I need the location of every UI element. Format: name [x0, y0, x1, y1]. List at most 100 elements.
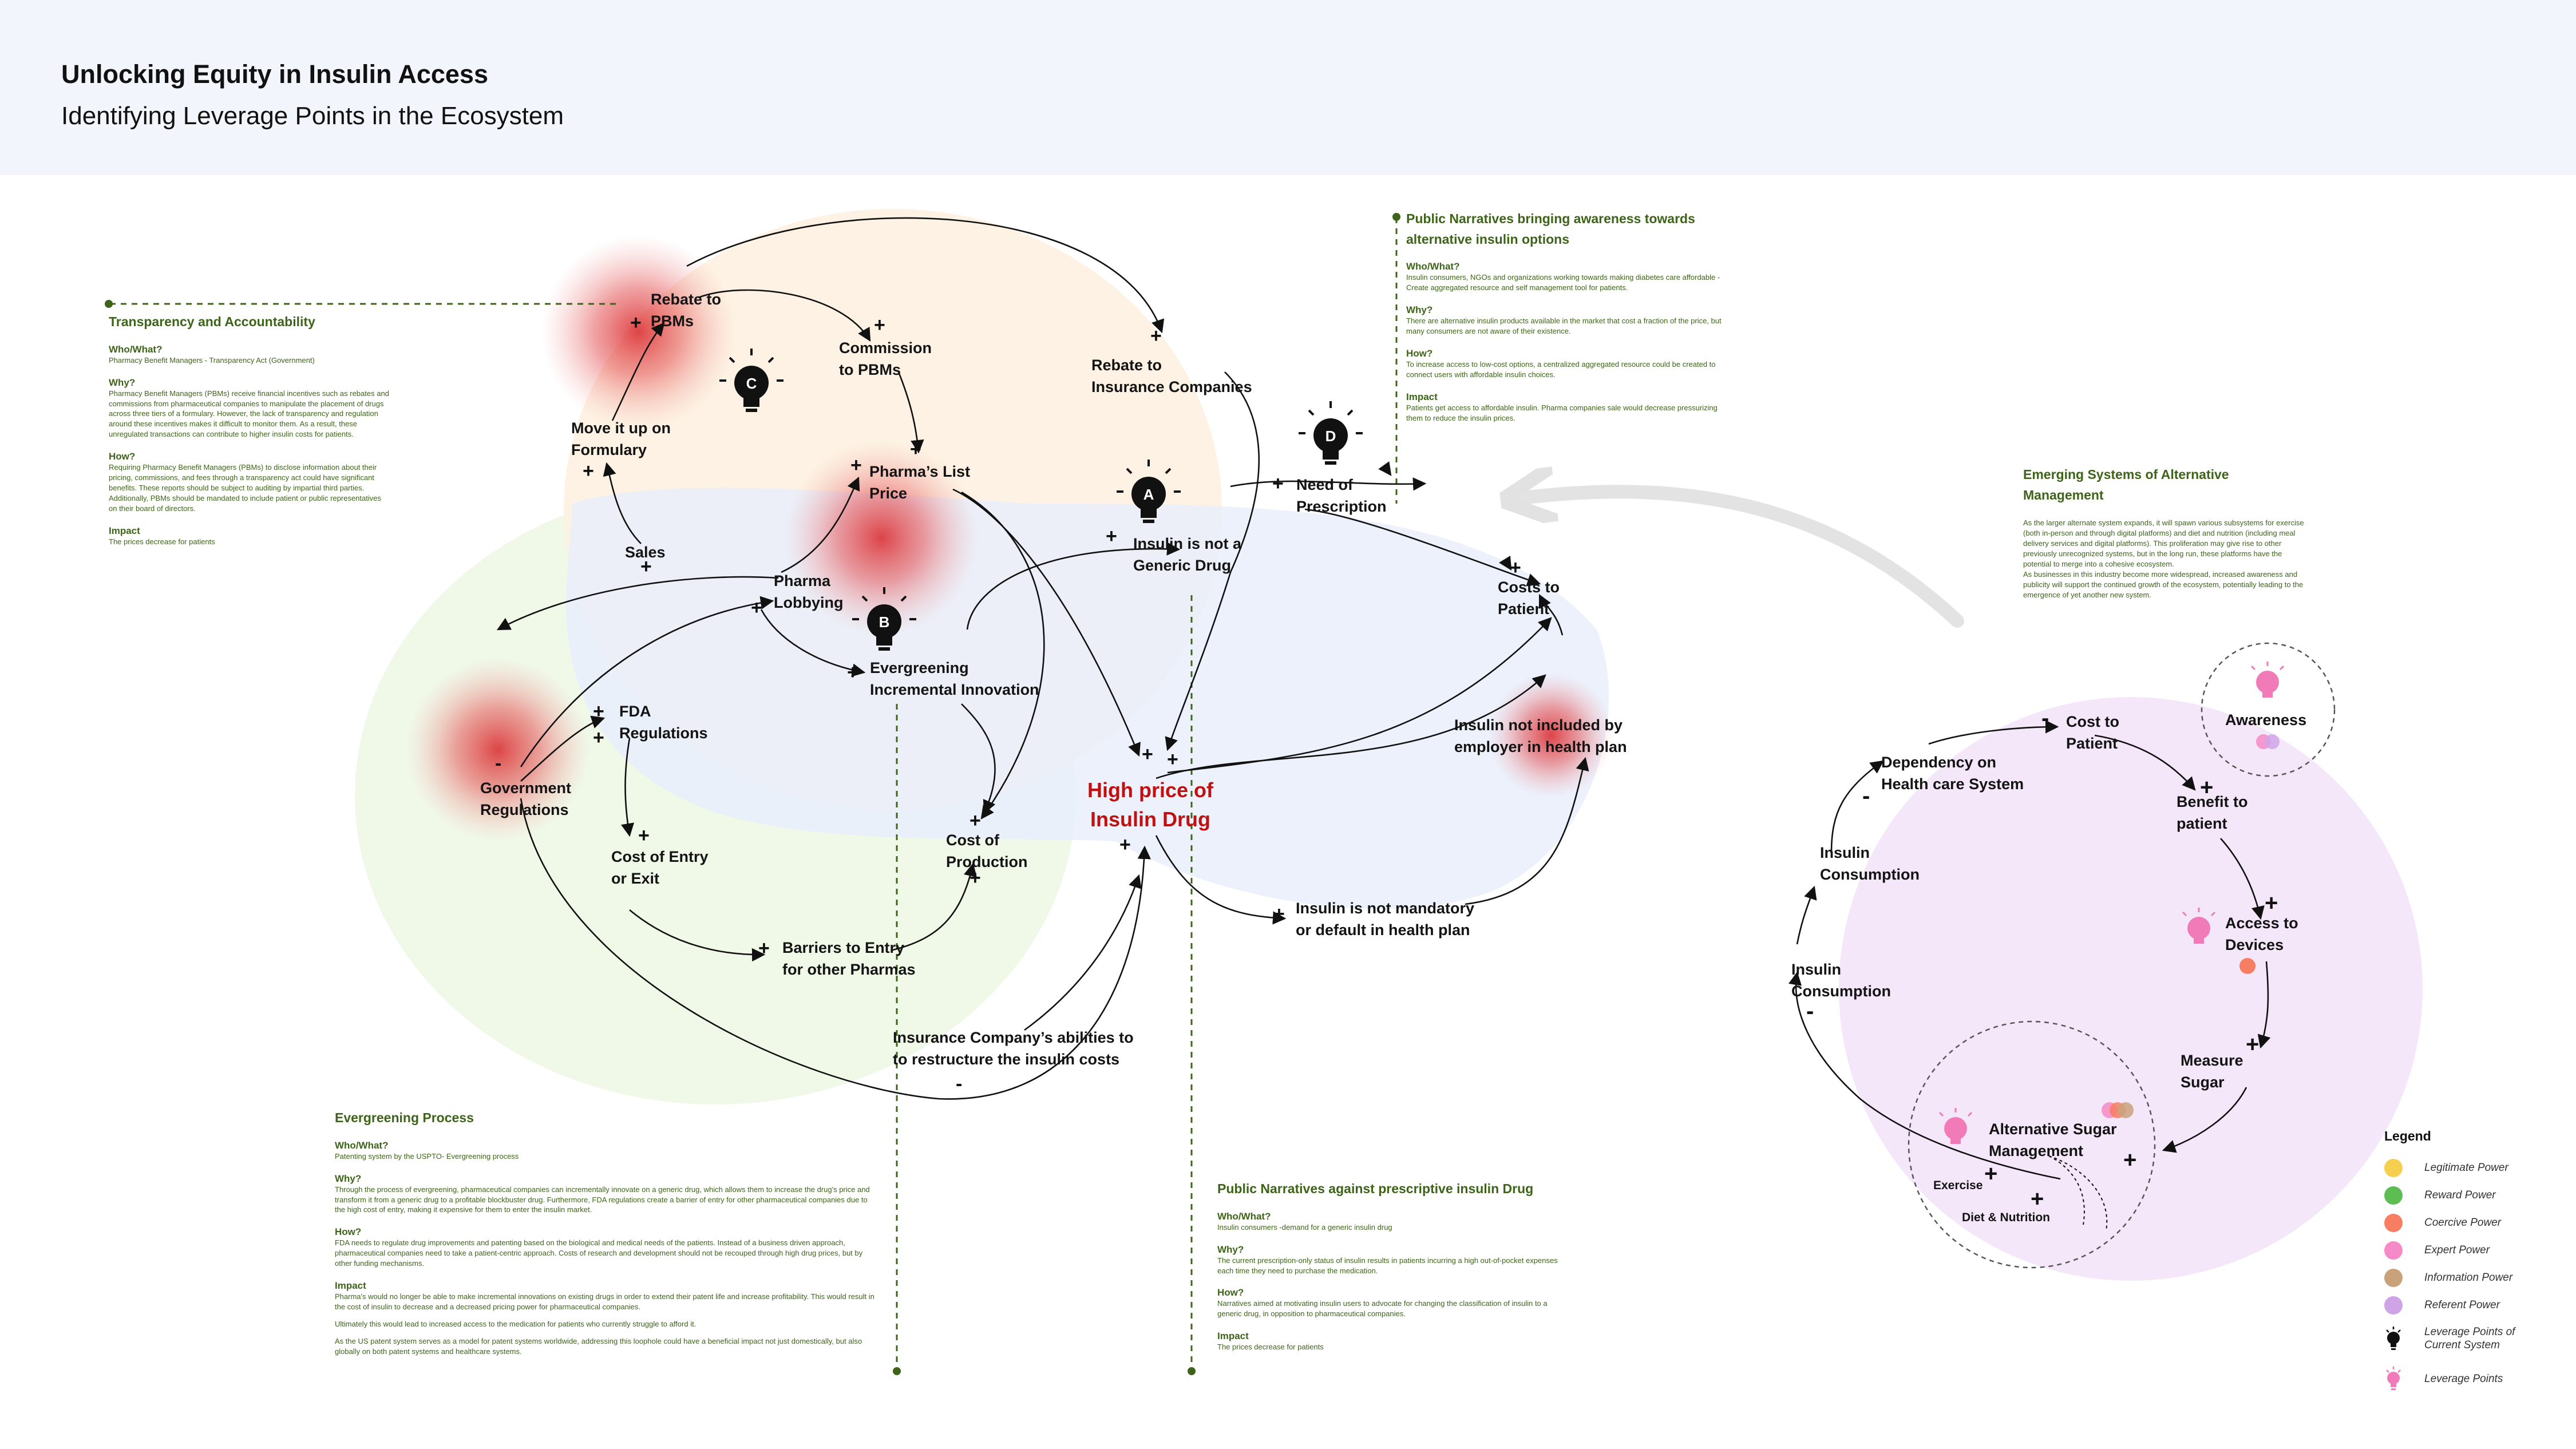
legend-label: Coercive Power: [2424, 1216, 2502, 1229]
note-prescriptive-who-heading: Who/What?: [1217, 1210, 1271, 1222]
alt-node-exercise: Exercise: [1933, 1179, 1983, 1192]
note-transparency-how: Requiring Pharmacy Benefit Managers (PBM…: [109, 463, 381, 513]
polarity-signs: + + + + + + + + + + + + + + + + + + + + …: [495, 312, 1521, 1095]
leverage-glow-employer: [1488, 672, 1614, 798]
svg-text:+: +: [1167, 749, 1178, 770]
note-evergreening-impact-3: As the US patent system serves as a mode…: [335, 1337, 862, 1356]
svg-text:-: -: [1806, 999, 1814, 1024]
legend-label: Leverage Points: [2424, 1372, 2503, 1385]
leverage-point-b-icon: B: [852, 587, 916, 651]
alt-leverage-awareness-icon: [2250, 662, 2285, 698]
leverage-letter-d: D: [1325, 427, 1336, 445]
svg-text:+: +: [2265, 890, 2278, 916]
note-public-awareness-who: Insulin consumers, NGOs and organization…: [1406, 273, 1720, 292]
alt-system-region: [1839, 697, 2423, 1281]
legend-item-referent: Referent Power: [2384, 1292, 2562, 1319]
note-evergreening-impact-heading: Impact: [335, 1280, 366, 1292]
svg-text:+: +: [2246, 1032, 2259, 1057]
legend-label: Reward Power: [2424, 1189, 2496, 1201]
note-evergreening-how: FDA needs to regulate drug improvements …: [335, 1238, 863, 1268]
legend-item-expert: Expert Power: [2384, 1237, 2562, 1264]
legend-current-line-2: Current System: [2424, 1339, 2500, 1351]
note-public-awareness-impact-heading: Impact: [1406, 391, 1438, 402]
alt-leverage-sugar-icon: [1938, 1108, 1973, 1144]
legend-label: Referent Power: [2424, 1298, 2500, 1311]
note-prescriptive-title: Public Narratives against prescriptive i…: [1217, 1181, 1534, 1196]
svg-text:+: +: [583, 460, 594, 482]
note-emerging-systems: Emerging Systems of Alternative Manageme…: [2023, 465, 2309, 600]
page-subtitle: Identifying Leverage Points in the Ecosy…: [61, 102, 564, 130]
svg-text:+: +: [593, 700, 604, 722]
legend: Legend Legitimate Power Reward Power Coe…: [2384, 1129, 2562, 1399]
alt-polarity-signs: - + + + + + + - -: [1806, 706, 2278, 1212]
note-prescriptive: Public Narratives against prescriptive i…: [1217, 1179, 1561, 1352]
legend-swatch: [2384, 1269, 2403, 1287]
svg-text:-: -: [495, 753, 501, 774]
leverage-glow-government: [406, 658, 589, 841]
leverage-glow-rebate: [541, 235, 735, 429]
svg-text:+: +: [1119, 834, 1131, 856]
note-prescriptive-impact-heading: Impact: [1217, 1331, 1249, 1342]
svg-text:Exercise: Exercise: [1933, 1179, 1983, 1192]
note-prescriptive-impact: The prices decrease for patients: [1217, 1343, 1324, 1352]
svg-text:+: +: [850, 454, 862, 476]
legend-item-coercive: Coercive Power: [2384, 1209, 2562, 1237]
note-transparency-title: Transparency and Accountability: [109, 314, 315, 329]
leverage-point-a-icon: A: [1117, 460, 1181, 523]
svg-text:+: +: [1273, 903, 1285, 925]
alt-system-links: [1788, 720, 2271, 1180]
svg-text:-: -: [2041, 706, 2049, 731]
legend-swatch: [2384, 1159, 2403, 1177]
legend-label: Legitimate Power: [2424, 1161, 2508, 1174]
note-evergreening-why-heading: Why?: [335, 1173, 362, 1184]
svg-text:+: +: [970, 867, 981, 889]
annotation-connectors: [110, 217, 1398, 1371]
note-evergreening-who: Patenting system by the USPTO- Evergreen…: [335, 1151, 519, 1161]
note-transparency-who: Pharmacy Benefit Managers - Transparency…: [109, 355, 315, 365]
note-evergreening-who-heading: Who/What?: [335, 1139, 389, 1151]
legend-swatch: [2384, 1241, 2403, 1260]
alt-node-diet: Diet & Nutrition: [1962, 1211, 2050, 1224]
alt-leverage-devices-icon: [2182, 908, 2216, 944]
legend-item-reward: Reward Power: [2384, 1182, 2562, 1209]
leverage-letter-c: C: [746, 375, 757, 392]
svg-text:+: +: [630, 312, 642, 334]
note-public-awareness-why: There are alternative insulin products a…: [1406, 316, 1722, 336]
note-transparency-who-heading: Who/What?: [109, 343, 163, 355]
header-band: Unlocking Equity in Insulin Access Ident…: [0, 0, 2576, 175]
leverage-glow-list-price: [784, 441, 979, 635]
legend-title: Legend: [2384, 1129, 2431, 1143]
svg-text:+: +: [1150, 325, 1162, 347]
alt-sugar-subsystem-boundary: [1908, 1020, 2156, 1269]
svg-text:+: +: [1984, 1161, 1997, 1186]
